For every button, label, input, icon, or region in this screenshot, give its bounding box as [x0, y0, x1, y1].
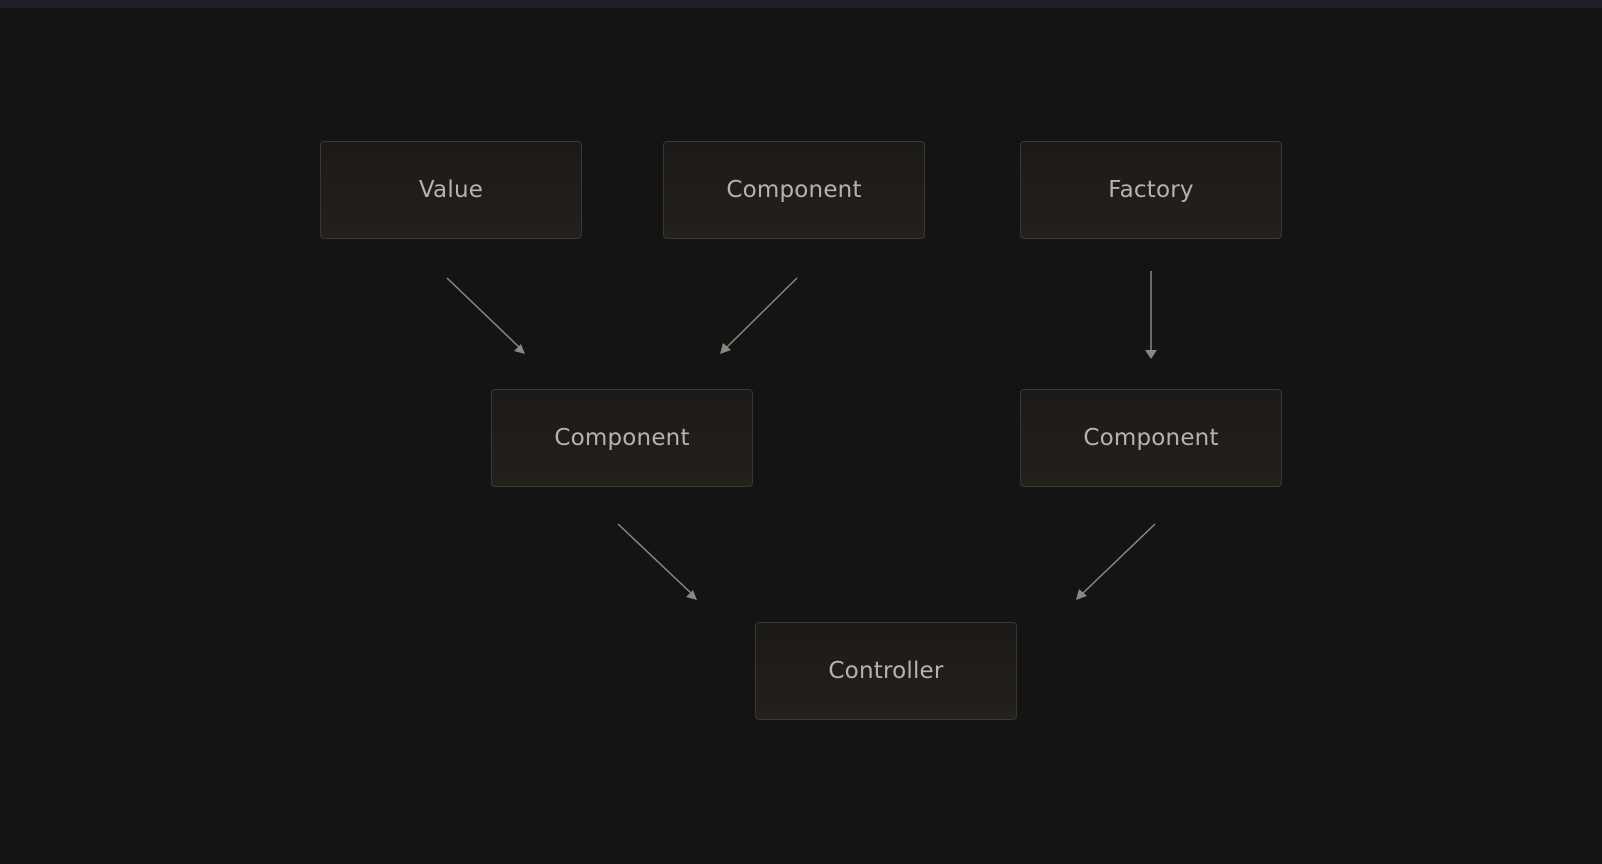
node-factory-label: Factory: [1108, 177, 1194, 203]
node-controller: Controller: [755, 622, 1017, 720]
top-strip: [0, 0, 1602, 8]
edge-component-to-controller-right: [1076, 523, 1156, 600]
edge-value-to-component: [446, 277, 525, 354]
node-component-mid-left-label: Component: [554, 425, 690, 451]
node-component-mid-right: Component: [1020, 389, 1282, 487]
node-value-label: Value: [418, 177, 484, 203]
diagram-canvas: Value Component Factory Component Compon…: [0, 8, 1602, 864]
edge-component-to-component: [720, 277, 798, 354]
node-factory: Factory: [1020, 141, 1282, 239]
node-component-mid-right-label: Component: [1083, 425, 1219, 451]
diagram-edges: [446, 271, 1157, 600]
edge-factory-to-component: [1145, 271, 1157, 359]
node-component-top: Component: [663, 141, 925, 239]
node-controller-label: Controller: [828, 658, 944, 684]
node-component-mid-left: Component: [491, 389, 753, 487]
node-value: Value: [320, 141, 582, 239]
node-component-top-label: Component: [726, 177, 862, 203]
edge-component-to-controller-left: [617, 523, 697, 600]
